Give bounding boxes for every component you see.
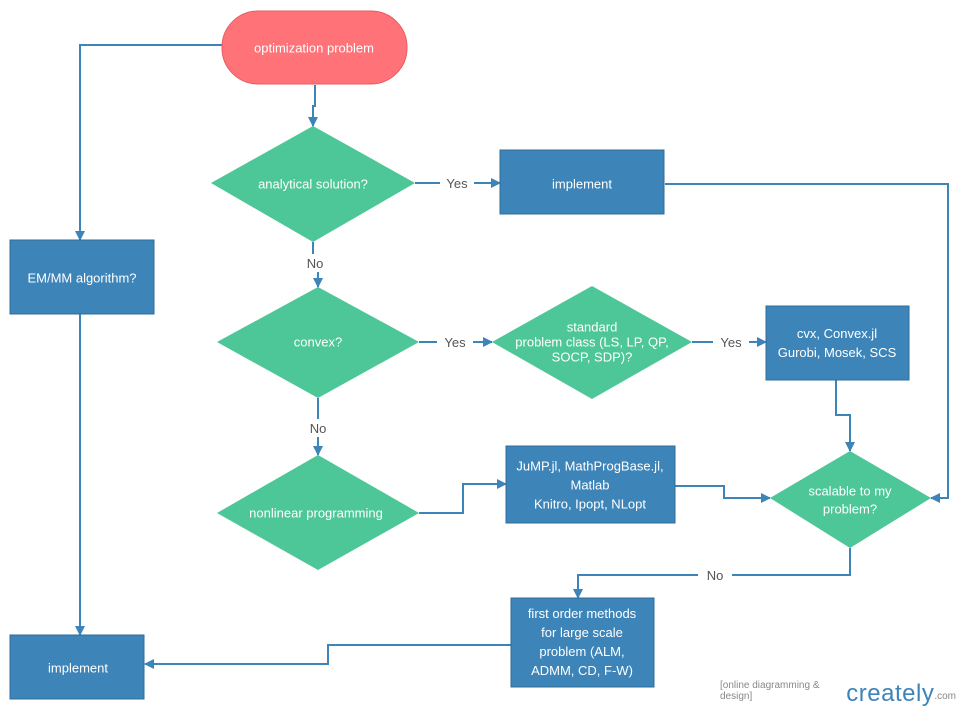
node-implement-bottom: implement — [9, 634, 145, 700]
process-shape — [9, 634, 145, 700]
edge-jump-to-scalable — [675, 485, 771, 503]
label-scalable-no: No — [707, 568, 724, 583]
label-standard-yes: Yes — [720, 335, 742, 350]
node-text: first order methods for large scale proble… — [528, 606, 637, 678]
node-text: implement — [552, 177, 612, 192]
node-text-line: scalable to my — [808, 484, 892, 499]
process-shape — [765, 305, 910, 381]
node-text-line: problem? — [823, 502, 877, 517]
watermark-tagline: [online diagramming & design] — [720, 680, 820, 702]
node-text-line: implement — [48, 661, 108, 676]
label-convex-yes: Yes — [444, 335, 466, 350]
decision-shape — [492, 286, 692, 399]
node-optimization-problem: optimization problem — [221, 10, 408, 85]
node-text-line: ADMM, CD, F-W) — [531, 663, 633, 678]
node-text-line: EM/MM algorithm? — [27, 271, 136, 286]
edges — [75, 44, 949, 669]
edge-nonlinear-to-jump — [419, 479, 507, 514]
node-text: analytical solution? — [258, 177, 368, 192]
node-text: scalable to my problem? — [808, 484, 892, 517]
watermark-suffix: .com — [934, 691, 956, 702]
process-shape — [499, 149, 665, 215]
node-implement-top: implement — [499, 149, 665, 215]
node-text-line: implement — [552, 177, 612, 192]
node-text-line: Gurobi, Mosek, SCS — [778, 345, 897, 360]
terminator-shape — [221, 10, 408, 85]
node-text-line: nonlinear programming — [249, 506, 383, 521]
process-shape — [9, 239, 155, 315]
label-analytical-no: No — [307, 256, 324, 271]
node-text: EM/MM algorithm? — [27, 271, 136, 286]
edge-first-order-to-implement-bottom — [144, 644, 511, 669]
edge-implement-top-to-scalable — [665, 183, 949, 503]
label-analytical-yes: Yes — [446, 176, 468, 191]
label-convex-no: No — [310, 421, 327, 436]
node-text-line: Matlab — [570, 478, 609, 493]
node-text: convex? — [294, 335, 342, 350]
edge-labels: Yes No Yes No Yes No — [299, 174, 749, 584]
creately-watermark: [online diagramming & design] creately .… — [720, 676, 956, 706]
decision-shape — [217, 455, 419, 570]
process-shape — [505, 445, 676, 524]
edge-start-to-analytical — [308, 85, 318, 127]
node-text-line: analytical solution? — [258, 177, 368, 192]
edge-cvx-to-scalable — [835, 380, 855, 452]
node-scalable: scalable to my problem? — [770, 451, 931, 548]
edge-start-to-em-mm — [75, 44, 222, 241]
node-text-line: Knitro, Ipopt, NLopt — [534, 497, 646, 512]
node-text-line: first order methods — [528, 606, 637, 621]
node-text: nonlinear programming — [249, 506, 383, 521]
decision-shape — [217, 287, 419, 398]
watermark-brand: creately — [846, 680, 935, 707]
process-shape — [510, 597, 655, 688]
node-convex: convex? — [217, 287, 419, 398]
node-text-line: standard — [567, 320, 618, 335]
node-text-line: problem class (LS, LP, QP, — [515, 335, 668, 350]
node-text: optimization problem — [254, 41, 374, 56]
node-text-line: SOCP, SDP)? — [552, 350, 633, 365]
node-text: implement — [48, 661, 108, 676]
node-first-order-methods: first order methods for large scale proble… — [510, 597, 655, 688]
node-text-line: cvx, Convex.jl — [797, 326, 877, 341]
node-text-line: for large scale — [541, 625, 623, 640]
node-text-line: optimization problem — [254, 41, 374, 56]
node-text-line: JuMP.jl, MathProgBase.jl, — [516, 459, 663, 474]
node-text-line: convex? — [294, 335, 342, 350]
decision-shape — [770, 451, 931, 548]
decision-shape — [211, 126, 415, 242]
nodes: optimization problem analytical solution… — [9, 10, 931, 700]
node-em-mm-algorithm: EM/MM algorithm? — [9, 239, 155, 315]
node-nonlinear-programming: nonlinear programming — [217, 455, 419, 570]
node-text-line: problem (ALM, — [539, 644, 624, 659]
node-analytical-solution: analytical solution? — [211, 126, 415, 242]
